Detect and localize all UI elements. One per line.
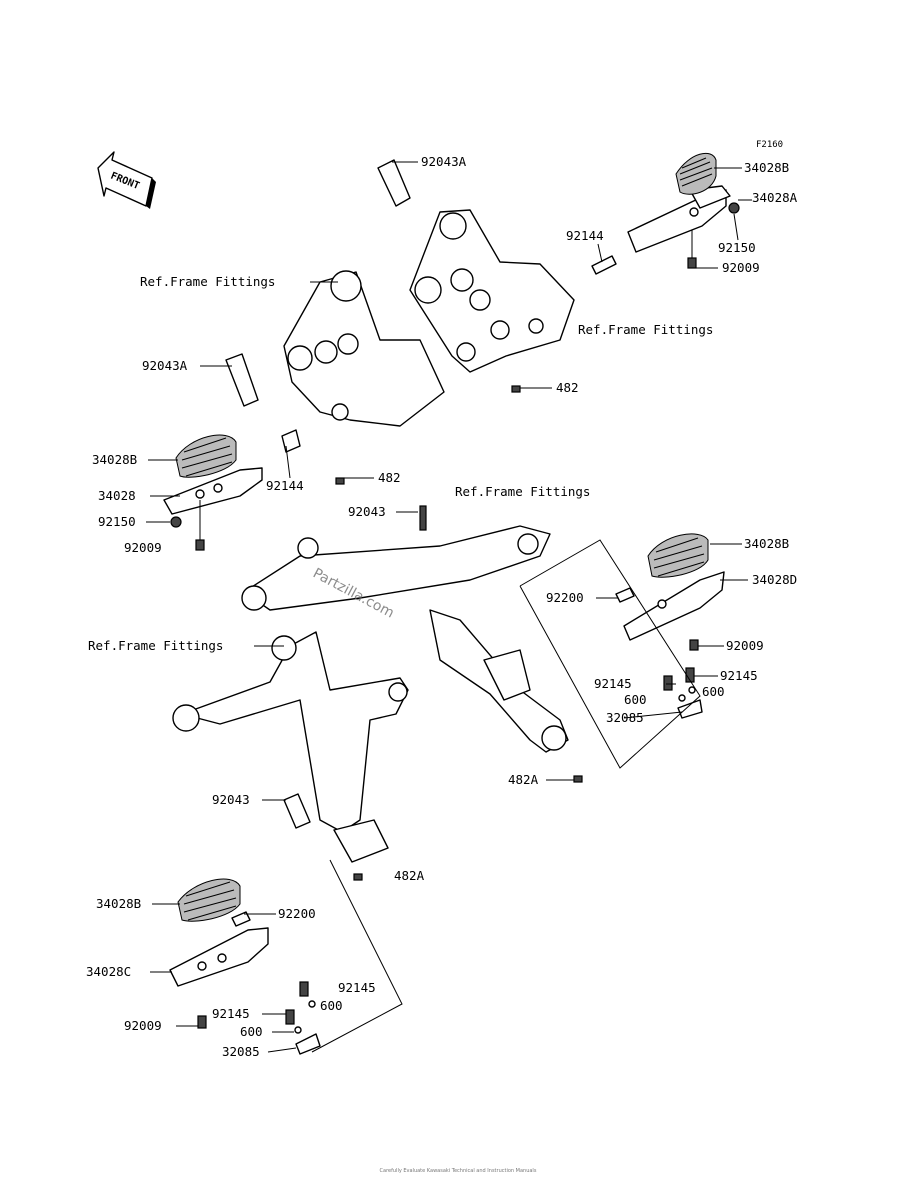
part-label[interactable]: 92200 — [278, 906, 316, 921]
part-label[interactable]: Ref.Frame Fittings — [88, 638, 223, 653]
footrest-top-right — [591, 152, 740, 275]
part-label[interactable]: 92043A — [421, 154, 467, 169]
part-label[interactable]: 482A — [508, 772, 539, 787]
part-label[interactable]: 600 — [702, 684, 725, 699]
part-label[interactable]: 600 — [320, 998, 343, 1013]
part-label[interactable]: 34028A — [752, 190, 798, 205]
part-label[interactable]: 32085 — [606, 710, 644, 725]
part-label[interactable]: Ref.Frame Fittings — [578, 322, 713, 337]
part-label[interactable]: 34028B — [96, 896, 141, 911]
frame-tube-center — [241, 505, 569, 753]
part-label[interactable]: 92150 — [98, 514, 136, 529]
part-label[interactable]: 92150 — [718, 240, 756, 255]
part-label[interactable]: 482A — [394, 868, 425, 883]
part-label[interactable]: 92145 — [212, 1006, 250, 1021]
part-labels: 92043A 34028B 34028A 92144 92150 92009 R… — [86, 154, 798, 1059]
footrest-upper-left — [163, 434, 263, 551]
part-label[interactable]: 92009 — [124, 540, 162, 555]
part-label[interactable]: 32085 — [222, 1044, 260, 1059]
front-arrow-icon: FRONT — [97, 151, 156, 209]
diagram-code: F2160 — [756, 140, 783, 150]
part-label[interactable]: 600 — [240, 1024, 263, 1039]
copyright-notice: Carefully Evaluate Kawasaki Technical an… — [380, 1168, 537, 1174]
frame-tube-lower — [172, 631, 409, 881]
part-label[interactable]: Ref.Frame Fittings — [455, 484, 590, 499]
part-label[interactable]: 92145 — [338, 980, 376, 995]
top-bracket — [377, 159, 575, 393]
part-label[interactable]: 92009 — [726, 638, 764, 653]
part-label[interactable]: 600 — [624, 692, 647, 707]
part-label[interactable]: 92009 — [124, 1018, 162, 1033]
leader-lines — [146, 161, 752, 1053]
part-label[interactable]: 92145 — [720, 668, 758, 683]
part-label[interactable]: 92145 — [594, 676, 632, 691]
footrest-lower-left — [169, 859, 403, 1055]
part-label[interactable]: Ref.Frame Fittings — [140, 274, 275, 289]
part-label[interactable]: 92144 — [566, 228, 604, 243]
footrest-mid-right — [519, 533, 725, 783]
part-label[interactable]: 34028B — [744, 160, 789, 175]
left-bracket — [225, 270, 445, 485]
part-label[interactable]: 92009 — [722, 260, 760, 275]
part-label[interactable]: 92043 — [348, 504, 386, 519]
part-label[interactable]: 482 — [378, 470, 401, 485]
part-label[interactable]: 92043A — [142, 358, 188, 373]
part-label[interactable]: 34028 — [98, 488, 136, 503]
part-label[interactable]: 34028D — [752, 572, 797, 587]
part-label[interactable]: 482 — [556, 380, 579, 395]
part-label[interactable]: 34028B — [744, 536, 789, 551]
part-label[interactable]: 92043 — [212, 792, 250, 807]
part-label[interactable]: 92200 — [546, 590, 584, 605]
part-label[interactable]: 34028C — [86, 964, 131, 979]
part-label[interactable]: 92144 — [266, 478, 304, 493]
part-label[interactable]: 34028B — [92, 452, 137, 467]
